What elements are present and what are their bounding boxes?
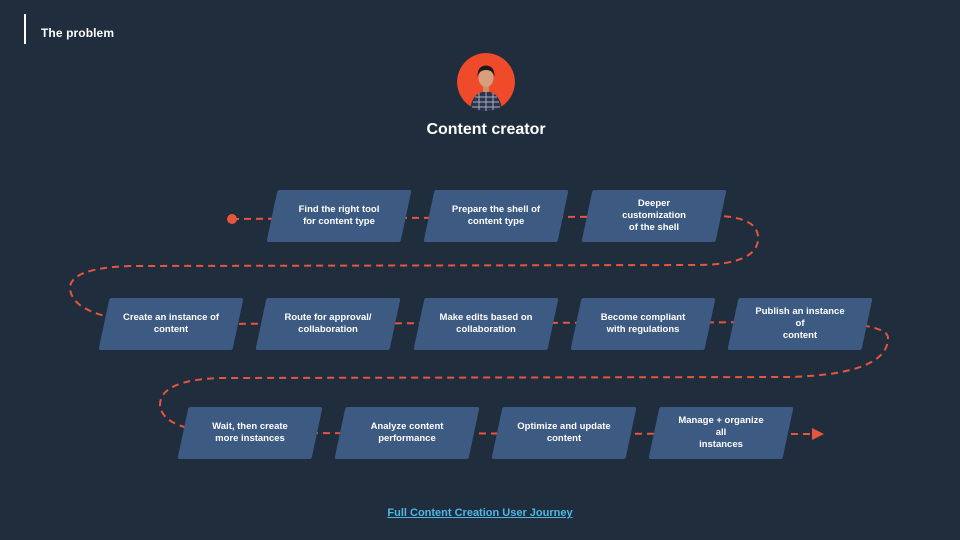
journey-step: Route for approval/collaboration (255, 298, 401, 350)
persona-name: Content creator (426, 121, 546, 138)
persona-avatar (457, 53, 515, 111)
section-divider (24, 14, 26, 44)
step-label: Route for approval/collaboration (284, 312, 372, 335)
full-journey-link[interactable]: Full Content Creation User Journey (387, 507, 573, 519)
person-avatar-icon (457, 53, 515, 111)
journey-end-arrow (812, 428, 824, 440)
section-title: The problem (41, 26, 115, 40)
